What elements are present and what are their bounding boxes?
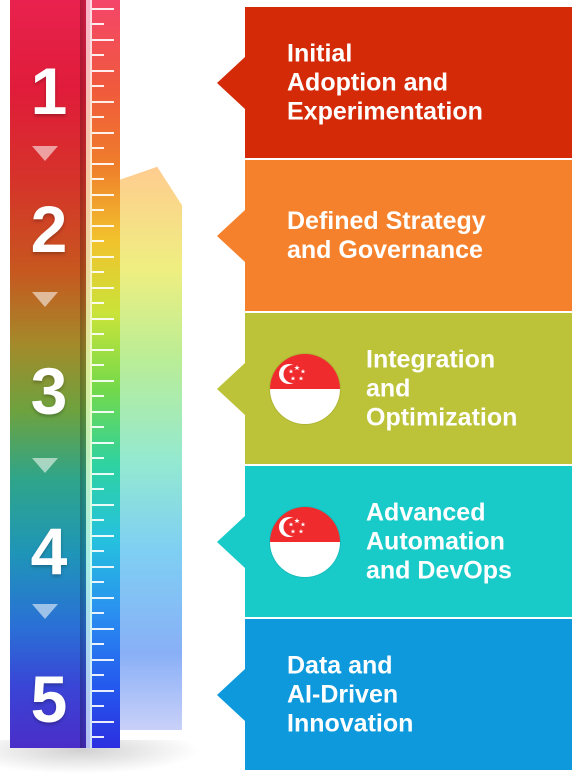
ruler-tick-minor <box>92 302 104 304</box>
stage-label-1: Initial Adoption and Experimentation <box>287 39 483 125</box>
ruler-tick-minor <box>92 147 104 149</box>
ruler-tick <box>92 504 114 506</box>
ruler-tick-minor <box>92 674 104 676</box>
ruler-tick <box>92 256 114 258</box>
stage-card-4: Advanced Automation and DevOps <box>217 466 572 617</box>
ruler-tick-minor <box>92 333 104 335</box>
ruler-tick-minor <box>92 736 104 738</box>
ruler-tick <box>92 70 114 72</box>
stage-label-3: Integration and Optimization <box>366 345 518 431</box>
ruler-tick <box>92 163 114 165</box>
card-pointer <box>217 209 245 262</box>
ruler-tick <box>92 101 114 103</box>
ruler-tick-minor <box>92 643 104 645</box>
card-pointer <box>217 56 245 109</box>
stage-card-5: Data and AI-Driven Innovation <box>217 619 572 770</box>
stage-label-2: Defined Strategy and Governance <box>287 206 486 264</box>
ruler-tick <box>92 659 114 661</box>
ruler-tick <box>92 411 114 413</box>
ruler-tick-minor <box>92 209 104 211</box>
step-number-3: 3 <box>30 354 68 428</box>
singapore-flag-icon <box>270 353 340 424</box>
ruler-tick-minor <box>92 488 104 490</box>
ruler-tick <box>92 566 114 568</box>
down-arrow-icon <box>32 458 58 473</box>
ruler-tick <box>92 194 114 196</box>
card-pointer <box>217 362 245 415</box>
stage-card-1: Initial Adoption and Experimentation <box>217 7 572 158</box>
ruler-tick-minor <box>92 54 104 56</box>
card-pointer <box>217 668 245 721</box>
step-number-1: 1 <box>30 54 68 128</box>
ruler-tick-minor <box>92 395 104 397</box>
ruler-tick-minor <box>92 550 104 552</box>
ruler-tick <box>92 39 114 41</box>
ruler-tick-minor <box>92 116 104 118</box>
ruler-tick <box>92 349 114 351</box>
ruler-tick-minor <box>92 85 104 87</box>
card-pointer <box>217 515 245 568</box>
stage-card-3: Integration and Optimization <box>217 313 572 464</box>
measurement-ruler <box>92 0 120 748</box>
ruler-tick-minor <box>92 178 104 180</box>
ruler-tick-minor <box>92 240 104 242</box>
step-number-4: 4 <box>30 514 68 588</box>
level-column <box>10 0 90 748</box>
ruler-tick <box>92 132 114 134</box>
ruler-tick-minor <box>92 612 104 614</box>
ruler-tick <box>92 442 114 444</box>
ruler-tick-minor <box>92 23 104 25</box>
ruler-tick-minor <box>92 271 104 273</box>
column-edge <box>86 0 94 748</box>
stage-card-2: Defined Strategy and Governance <box>217 160 572 311</box>
ruler-tick <box>92 597 114 599</box>
ruler-tick <box>92 690 114 692</box>
ruler-tick-minor <box>92 581 104 583</box>
ruler-tick <box>92 535 114 537</box>
stage-label-4: Advanced Automation and DevOps <box>366 498 512 584</box>
ruler-tick <box>92 8 114 10</box>
ruler-ticks <box>92 0 120 748</box>
down-arrow-icon <box>32 604 58 619</box>
down-arrow-icon <box>32 292 58 307</box>
step-number-5: 5 <box>30 662 68 736</box>
ruler-tick-minor <box>92 426 104 428</box>
ruler-tick-minor <box>92 519 104 521</box>
down-arrow-icon <box>32 146 58 161</box>
ruler-tick <box>92 628 114 630</box>
ruler-tick <box>92 721 114 723</box>
stage-label-5: Data and AI-Driven Innovation <box>287 651 414 737</box>
ruler-tick <box>92 380 114 382</box>
ruler-tick-minor <box>92 364 104 366</box>
ruler-tick-minor <box>92 705 104 707</box>
ruler-tick-minor <box>92 457 104 459</box>
step-number-2: 2 <box>30 192 68 266</box>
ruler-tick <box>92 225 114 227</box>
glow-prism <box>120 166 182 730</box>
ruler-tick <box>92 318 114 320</box>
singapore-flag-icon <box>270 506 340 577</box>
ruler-tick <box>92 473 114 475</box>
ruler-tick <box>92 287 114 289</box>
